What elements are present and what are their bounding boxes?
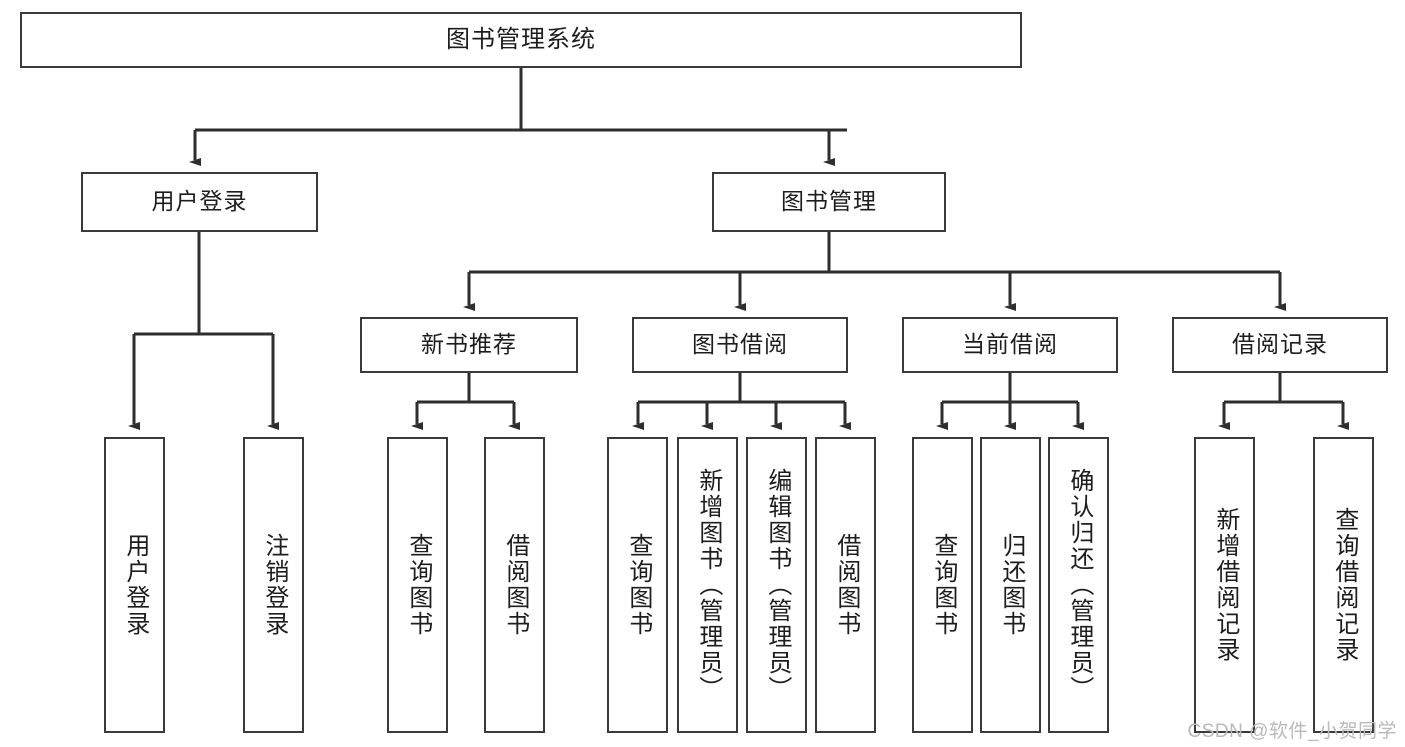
node-user-login[interactable]: 用户登录 (81, 172, 318, 232)
node-label: 新书推荐 (421, 331, 517, 358)
node-leaf-query-book-2[interactable]: 查询图书 (607, 437, 668, 733)
node-leaf-confirm-return[interactable]: 确认归还（管理员） (1048, 437, 1109, 733)
node-leaf-return-book[interactable]: 归还图书 (980, 437, 1041, 733)
node-label: 借阅图书 (832, 533, 860, 637)
node-label: 查询图书 (624, 533, 652, 637)
node-label: 查询借阅记录 (1330, 507, 1358, 663)
node-leaf-add-book[interactable]: 新增图书（管理员） (677, 437, 738, 733)
node-current-borrow[interactable]: 当前借阅 (902, 317, 1118, 373)
node-new-book-recommend[interactable]: 新书推荐 (360, 317, 578, 373)
node-leaf-add-record[interactable]: 新增借阅记录 (1194, 437, 1255, 733)
node-label: 确认归还（管理员） (1065, 468, 1093, 702)
node-label: 编辑图书（管理员） (763, 468, 791, 702)
node-label: 新增借阅记录 (1211, 507, 1239, 663)
node-leaf-logout[interactable]: 注销登录 (243, 437, 304, 733)
node-book-borrow[interactable]: 图书借阅 (632, 317, 848, 373)
node-label: 归还图书 (997, 533, 1025, 637)
node-leaf-query-book-3[interactable]: 查询图书 (912, 437, 973, 733)
node-label: 借阅图书 (501, 533, 529, 637)
node-leaf-user-login[interactable]: 用户登录 (104, 437, 165, 733)
node-leaf-edit-book[interactable]: 编辑图书（管理员） (746, 437, 807, 733)
node-label: 查询图书 (929, 533, 957, 637)
node-label: 图书借阅 (692, 331, 788, 358)
node-label: 图书管理 (781, 188, 877, 215)
node-leaf-borrow-book-1[interactable]: 借阅图书 (484, 437, 545, 733)
node-label: 查询图书 (404, 533, 432, 637)
node-label: 用户登录 (121, 533, 149, 637)
node-label: 注销登录 (260, 533, 288, 637)
node-leaf-query-book-1[interactable]: 查询图书 (387, 437, 448, 733)
node-leaf-query-record[interactable]: 查询借阅记录 (1313, 437, 1374, 733)
node-label: 用户登录 (151, 188, 248, 215)
node-label: 当前借阅 (962, 331, 1058, 358)
node-book-management-system[interactable]: 图书管理系统 (20, 12, 1022, 68)
node-label: 图书管理系统 (446, 25, 596, 53)
node-book-management[interactable]: 图书管理 (712, 172, 946, 232)
node-label: 新增图书（管理员） (694, 468, 722, 702)
node-borrow-record[interactable]: 借阅记录 (1172, 317, 1388, 373)
node-leaf-borrow-book-2[interactable]: 借阅图书 (815, 437, 876, 733)
watermark: CSDN @软件_小贺同学 (1187, 721, 1397, 742)
node-label: 借阅记录 (1232, 331, 1328, 358)
